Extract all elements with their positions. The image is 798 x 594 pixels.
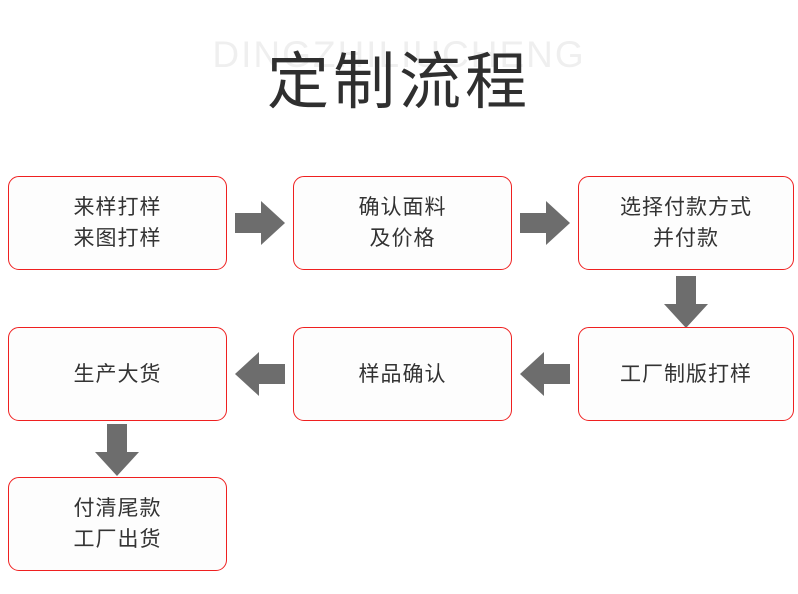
- flow-step-box-1: 来样打样 来图打样: [8, 176, 227, 270]
- flow-step-label-4: 工厂制版打样: [620, 362, 752, 386]
- arrow-head: [546, 201, 570, 245]
- flow-step-box-6: 生产大货: [8, 327, 227, 421]
- watermark-text: DINGZHILIUCHENG: [212, 34, 586, 75]
- arrow-tail: [542, 364, 570, 384]
- arrow-left-icon-2: [235, 352, 285, 396]
- flow-step-box-5: 样品确认: [293, 327, 512, 421]
- flow-step-label-7: 付清尾款 工厂出货: [73, 497, 162, 551]
- arrow-head: [520, 352, 544, 396]
- flow-step-box-3: 选择付款方式 并付款: [578, 176, 794, 270]
- flow-step-label-1: 来样打样 来图打样: [73, 196, 162, 250]
- arrow-tail: [257, 364, 285, 384]
- arrow-head: [95, 452, 139, 476]
- arrow-tail: [235, 213, 263, 233]
- flow-step-box-4: 工厂制版打样: [578, 327, 794, 421]
- arrow-tail: [676, 276, 696, 306]
- arrow-right-icon-2: [520, 201, 570, 245]
- page-title: 定制流程: [266, 48, 531, 117]
- flow-step-label-5: 样品确认: [358, 362, 447, 386]
- arrow-down-icon-2: [95, 424, 139, 476]
- arrow-head: [261, 201, 285, 245]
- flow-step-label-6: 生产大货: [73, 362, 162, 386]
- flow-step-box-2: 确认面料 及价格: [293, 176, 512, 270]
- arrow-right-icon-1: [235, 201, 285, 245]
- flow-step-label-3: 选择付款方式 并付款: [620, 196, 752, 250]
- arrow-head: [664, 304, 708, 328]
- flow-step-box-7: 付清尾款 工厂出货: [8, 477, 227, 571]
- arrow-head: [235, 352, 259, 396]
- arrow-tail: [107, 424, 127, 454]
- flow-step-label-2: 确认面料 及价格: [358, 196, 447, 250]
- arrow-down-icon-1: [664, 276, 708, 328]
- arrow-tail: [520, 213, 548, 233]
- arrow-left-icon-1: [520, 352, 570, 396]
